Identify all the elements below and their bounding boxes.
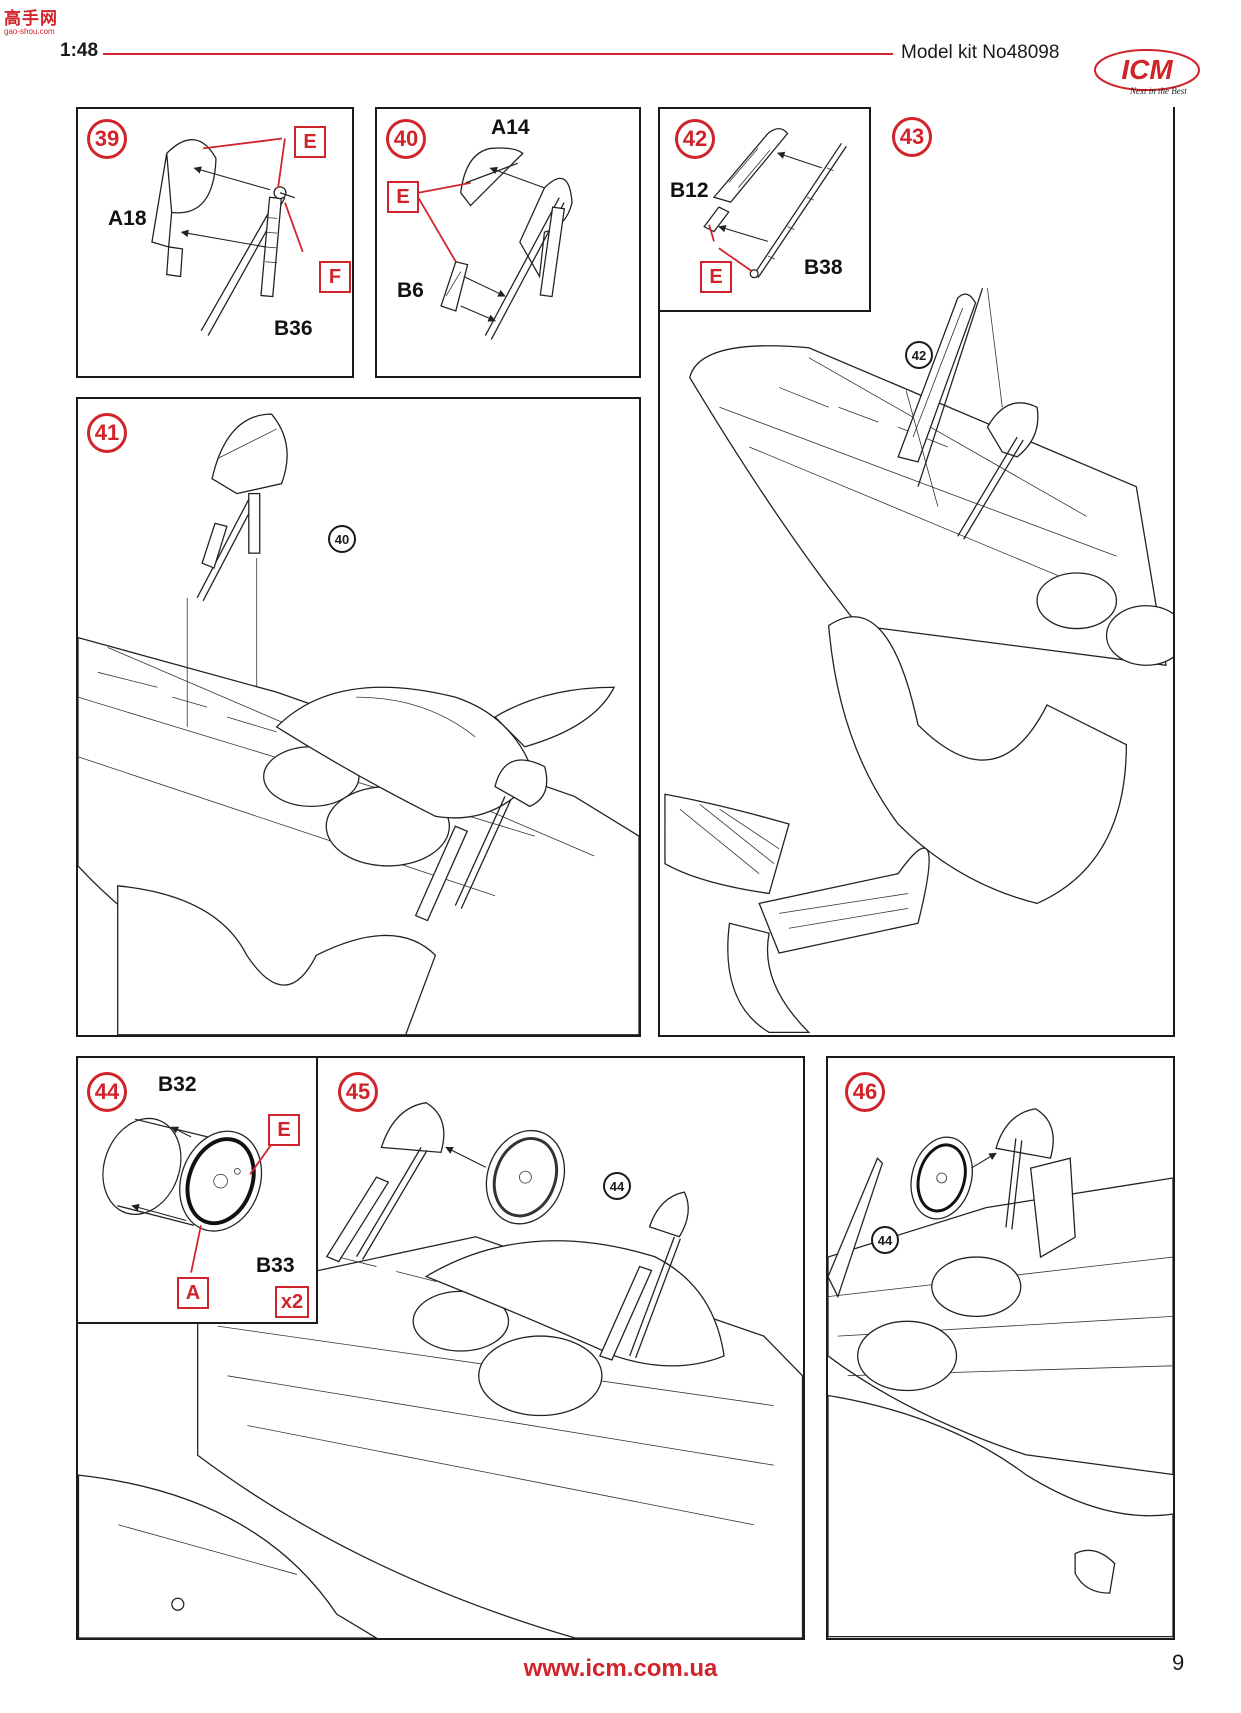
step-44-panel: 44 B32 B33 E A x2: [76, 1056, 318, 1324]
step-ref-40: 40: [328, 525, 356, 553]
step-45-number: 45: [338, 1072, 378, 1112]
brand-tagline: Next in the Best: [1130, 86, 1187, 96]
step-ref-44: 44: [871, 1226, 899, 1254]
quantity-badge: x2: [275, 1286, 309, 1318]
step-ref-42: 42: [905, 341, 933, 369]
step-39-number: 39: [87, 119, 127, 159]
website-link[interactable]: www.icm.com.ua: [523, 1655, 718, 1682]
step-46-number: 46: [845, 1072, 885, 1112]
step-42-illustration: [703, 127, 847, 279]
step-40-panel: 40 A14 B6 E: [375, 107, 641, 378]
paint-code-e: E: [294, 126, 326, 158]
step-42-panel: 42 B12 B38 E: [658, 107, 871, 312]
paint-code-e: E: [700, 261, 732, 293]
step-ref-44: 44: [603, 1172, 631, 1200]
part-label-b36: B36: [274, 317, 313, 340]
step-42-number: 42: [675, 119, 715, 159]
part-label-b38: B38: [804, 256, 843, 279]
part-label-b12: B12: [670, 179, 709, 202]
step-45-illustration: [78, 1102, 803, 1638]
part-label-a14: A14: [491, 116, 530, 139]
step-41-number: 41: [87, 413, 127, 453]
site-watermark-logo: 高手网 gao-shou.com: [4, 4, 74, 40]
step-46-illustration: [828, 1108, 1173, 1638]
part-label-b32: B32: [158, 1073, 197, 1096]
step-40-number: 40: [386, 119, 426, 159]
brand-name: ICM: [1121, 54, 1173, 85]
part-label-a18: A18: [108, 207, 147, 230]
page-number: 9: [1172, 1650, 1185, 1675]
icm-brand-logo: ICM Next in the Best: [1092, 46, 1202, 100]
paint-code-e: E: [387, 181, 419, 213]
scale-label: 1:48: [60, 40, 99, 61]
step-43-number: 43: [892, 117, 932, 157]
step-39-illustration: [151, 137, 304, 336]
step-46-panel: 46 44: [826, 1056, 1175, 1640]
site-logo-url: gao-shou.com: [4, 27, 55, 36]
header-rule: [103, 53, 893, 55]
step-45-panel: 45 44: [76, 1056, 805, 1640]
kit-number: Model kit No48098: [901, 42, 1060, 63]
part-label-b6: B6: [397, 279, 424, 302]
part-label-b33: B33: [256, 1254, 295, 1277]
step-39-panel: 39 A18 B36 E F: [76, 107, 354, 378]
paint-code-a: A: [177, 1277, 209, 1309]
step-44-illustration: [102, 1117, 276, 1273]
step-41-illustration: [78, 413, 639, 1035]
step-40-illustration: [417, 147, 573, 340]
step-41-panel: 41 40: [76, 397, 641, 1037]
site-logo-text: 高手网: [4, 9, 58, 29]
step-44-number: 44: [87, 1072, 127, 1112]
paint-code-e: E: [268, 1114, 300, 1146]
paint-code-f: F: [319, 261, 351, 293]
